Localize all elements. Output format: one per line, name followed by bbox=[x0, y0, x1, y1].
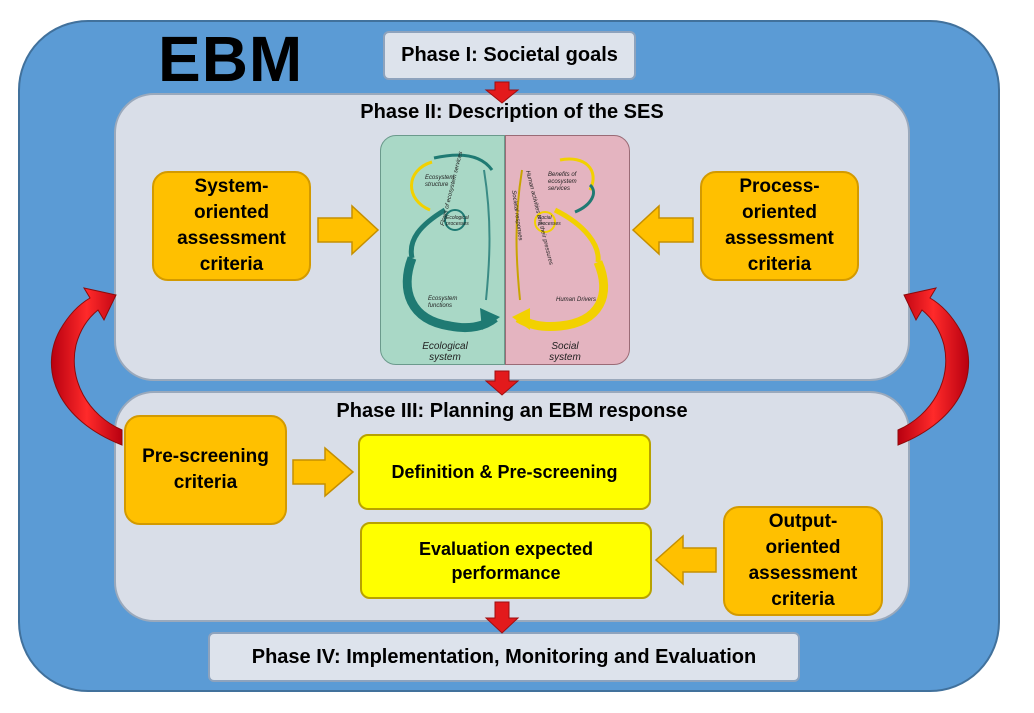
human-drivers-label: Human Drivers bbox=[556, 297, 597, 303]
ecological-system-label: Ecological system bbox=[422, 341, 468, 363]
arrow-output-to-evaluation bbox=[654, 534, 717, 586]
phase-3-title: Phase III: Planning an EBM response bbox=[336, 400, 688, 422]
right-feedback-arrow bbox=[897, 287, 969, 446]
arrow-system-to-ses bbox=[317, 204, 380, 256]
process-oriented-criteria-box: Process- oriented assessment criteria bbox=[700, 171, 859, 281]
phase-1-box: Phase I: Societal goals bbox=[383, 31, 636, 80]
ecosystem-structure-label: Ecosystem structure bbox=[425, 175, 455, 188]
arrow-process-to-ses bbox=[631, 204, 694, 256]
left-feedback-arrow bbox=[51, 287, 123, 446]
ecological-processes-label: Ecological processes bbox=[446, 215, 469, 227]
social-system-label: Social system bbox=[549, 341, 581, 363]
arrow-phase1-to-2 bbox=[484, 81, 520, 104]
definition-prescreening-box: Definition & Pre-screening bbox=[358, 434, 651, 510]
ecological-loops bbox=[402, 153, 500, 333]
arrow-phase3-to-4 bbox=[484, 601, 520, 634]
output-oriented-criteria-box: Output- oriented assessment criteria bbox=[723, 506, 883, 616]
phase-2-title: Phase II: Description of the SES bbox=[360, 101, 664, 123]
phase-1-label: Phase I: Societal goals bbox=[401, 44, 618, 66]
evaluation-performance-box: Evaluation expected performance bbox=[360, 522, 652, 599]
arrow-phase2-to-3 bbox=[484, 370, 520, 396]
ebm-title: EBM bbox=[158, 23, 304, 95]
phase-4-box: Phase IV: Implementation, Monitoring and… bbox=[208, 632, 800, 682]
social-processes-label: Social processes bbox=[538, 215, 561, 227]
social-loops bbox=[512, 157, 609, 331]
response-stroke bbox=[515, 169, 523, 301]
phase-4-label: Phase IV: Implementation, Monitoring and… bbox=[251, 645, 757, 668]
pre-screening-criteria-box: Pre-screening criteria bbox=[124, 415, 287, 525]
system-oriented-criteria-box: System- oriented assessment criteria bbox=[152, 171, 311, 281]
arrow-prescreening-to-definition bbox=[292, 446, 355, 498]
benefits-label: Benefits of ecosystem services bbox=[548, 172, 577, 192]
flow-stroke bbox=[483, 169, 491, 301]
ecosystem-functions-label: Ecosystem functions bbox=[428, 296, 458, 309]
